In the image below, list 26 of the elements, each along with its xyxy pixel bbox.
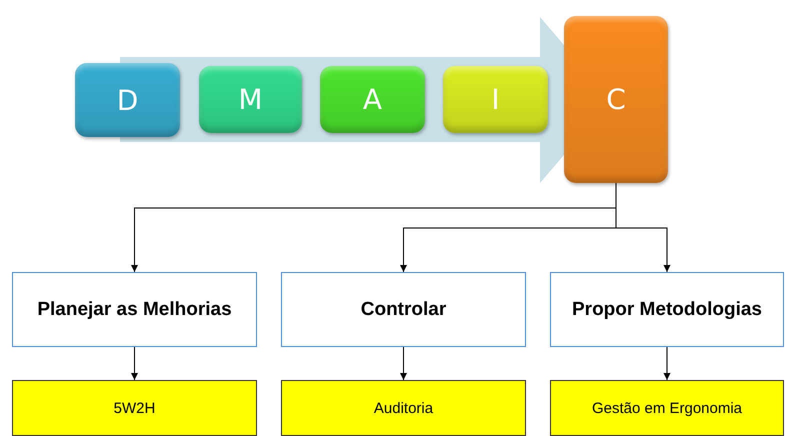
step-letter: I	[491, 83, 500, 116]
dmaic-step-box	[564, 16, 668, 183]
step-letter: A	[362, 83, 382, 116]
box-label: Gestão em Ergonomia	[592, 400, 742, 416]
action-box	[281, 272, 526, 347]
tool-box	[550, 380, 784, 436]
tool-box	[281, 380, 526, 436]
dmaic-step-box	[443, 66, 548, 133]
dmaic-step-box	[75, 63, 180, 137]
tool-box	[12, 380, 257, 436]
arrow	[664, 346, 670, 380]
box-label: Controlar	[360, 298, 446, 320]
step-letter: C	[606, 83, 626, 116]
box-label: Auditoria	[374, 400, 434, 416]
dmaic-step-box	[199, 66, 302, 133]
box-label: 5W2H	[114, 400, 156, 416]
step-letter: M	[238, 83, 263, 116]
dmaic-step-box	[320, 66, 425, 133]
arrow	[616, 182, 670, 272]
box-label: Propor Metodologias	[572, 298, 762, 320]
arrow	[131, 346, 138, 380]
arrow	[400, 346, 407, 380]
step-letter: D	[116, 84, 138, 116]
action-box	[550, 272, 784, 347]
action-box	[12, 272, 257, 347]
box-label: Planejar as Melhorias	[37, 298, 232, 320]
